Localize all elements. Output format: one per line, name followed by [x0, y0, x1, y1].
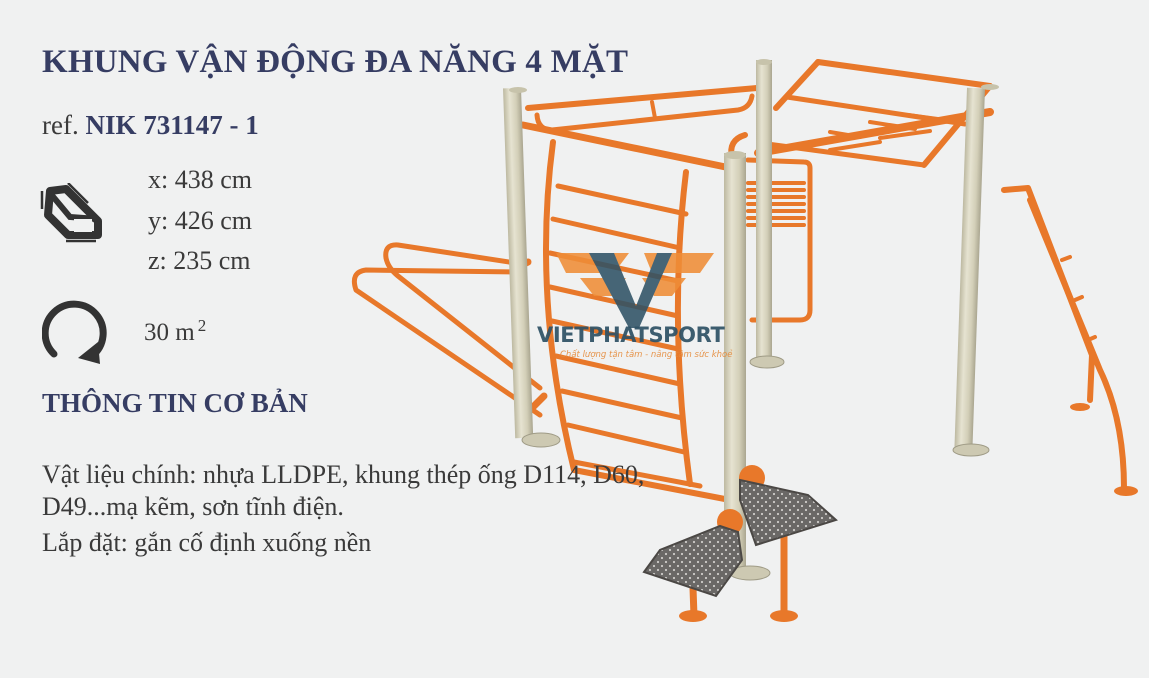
step-platforms	[642, 465, 838, 598]
poles	[503, 59, 999, 581]
area-unit-superscript: 2	[197, 316, 207, 335]
rotate-area-icon	[42, 300, 107, 364]
ref-prefix: ref.	[42, 110, 79, 140]
installation-text: Lắp đặt: gắn cố định xuống nền	[42, 528, 372, 557]
basic-info-body: Vật liệu chính: nhựa LLDPE, khung thép ố…	[42, 459, 682, 559]
dimensions-list: x: 438 cm y: 426 cm z: 235 cm	[148, 160, 252, 282]
dimension-z: z: 235 cm	[148, 246, 251, 275]
brand-watermark: VIETPHATSPORT	[537, 323, 725, 347]
product-reference: ref. NIK 731147 - 1	[42, 110, 259, 141]
box-dimensions-icon	[40, 183, 102, 243]
brand-logo-icon	[556, 253, 714, 328]
brand-tagline: Chất lượng tận tâm - nâng tầm sức khoẻ	[560, 350, 733, 360]
feet-plates	[679, 403, 1138, 622]
dimension-x: x: 438 cm	[148, 165, 252, 194]
material-text: Vật liệu chính: nhựa LLDPE, khung thép ố…	[42, 460, 645, 521]
basic-info-heading: THÔNG TIN CƠ BẢN	[42, 388, 308, 418]
product-title: KHUNG VẬN ĐỘNG ĐA NĂNG 4 MẶT	[42, 44, 629, 80]
area-number: 30 m	[144, 319, 195, 346]
ref-code: NIK 731147 - 1	[85, 110, 259, 140]
dimension-y: y: 426 cm	[148, 205, 252, 235]
